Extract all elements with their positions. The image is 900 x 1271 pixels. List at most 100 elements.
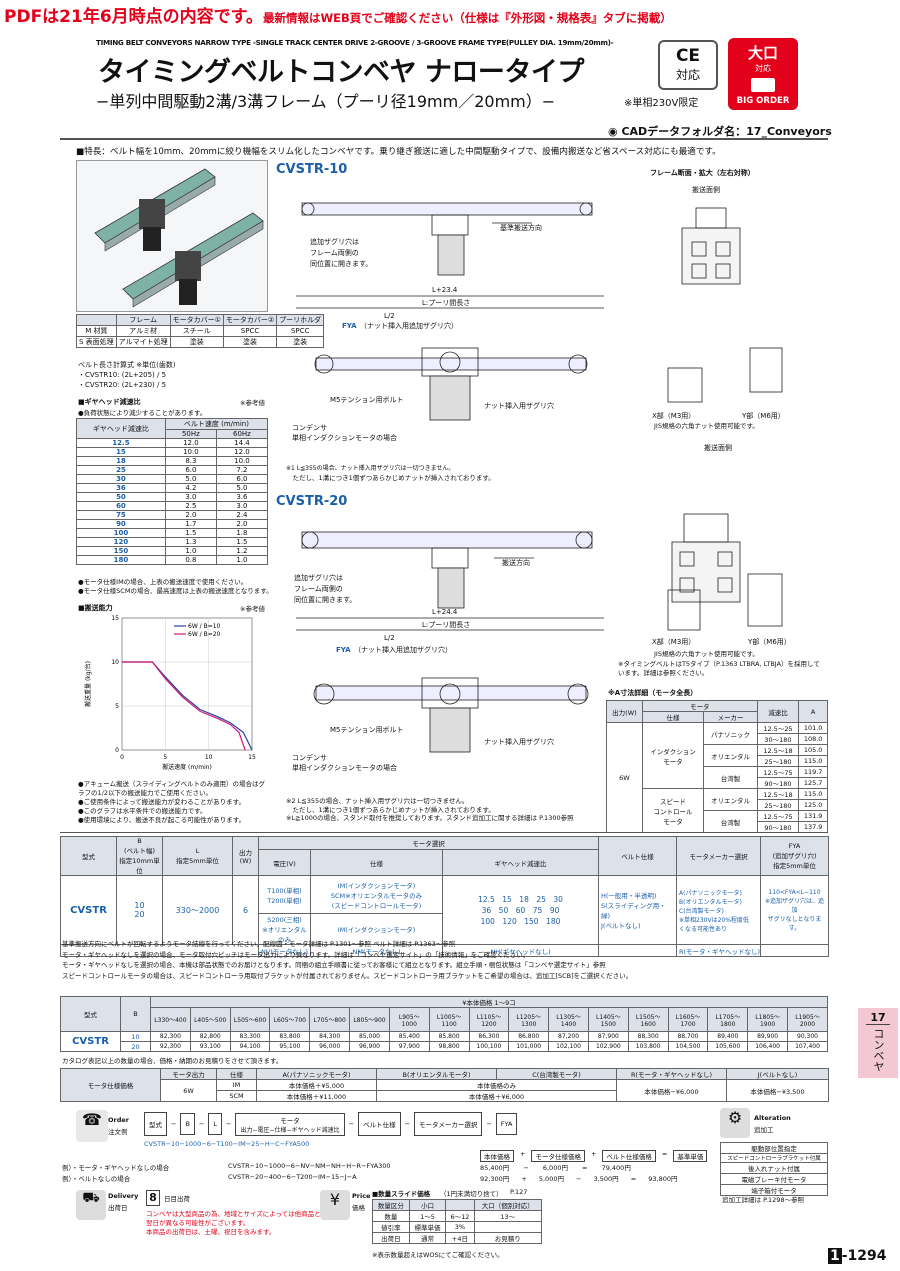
cv10-fya: FYA xyxy=(342,322,357,330)
c: 5,000円 xyxy=(538,1175,564,1183)
speed-caption: ■ギヤヘッド減速比 xyxy=(78,398,141,406)
y-tick-label: 0 xyxy=(115,747,119,754)
sel-h-motor: モータ選択 xyxy=(258,836,599,850)
slide-h: 数量区分 xyxy=(372,1199,410,1211)
delivery-notes: コンベヤは大型商品の為、地域とサイズによっては他商品と翌日が異なる可能性がござい… xyxy=(146,1210,326,1237)
order-jp: 注文例 xyxy=(108,1128,128,1136)
speed-h-50: 50Hz xyxy=(164,429,217,439)
a-cell: 125.0 xyxy=(798,799,828,811)
frame-jis1: JIS規格の六角ナット使用可能です。 xyxy=(654,422,759,430)
price-col-head: L705〜800 xyxy=(309,1007,351,1032)
slide-cell: 値引率 xyxy=(372,1221,410,1233)
cv10-dir: 基準搬送方向 xyxy=(500,223,542,232)
sel-note: モータ・ギヤヘッドなしを選択の場合、モータ取付穴ピッチはモータ出力により異なりま… xyxy=(62,950,530,959)
price-cell: 104,500 xyxy=(667,1041,709,1052)
sel-h-type: 型式 xyxy=(60,836,117,876)
ce-note: ※単相230V限定 xyxy=(624,98,699,109)
price-cell: 95,100 xyxy=(269,1041,311,1052)
a-cell: 119.7 xyxy=(798,766,828,778)
price-col-head: L1805〜1900 xyxy=(747,1007,788,1032)
side-tab[interactable]: 17 コンベヤ xyxy=(858,1008,898,1078)
slide-cell: 3% xyxy=(445,1221,475,1233)
a-cell: 101.0 xyxy=(798,722,828,734)
alt-jp: 追加工 xyxy=(754,1126,774,1134)
slide-sub: （1円未満切り捨て） xyxy=(440,1190,503,1198)
sel-h-v: 電圧(V) xyxy=(258,849,311,876)
speed-cell: 90 xyxy=(76,519,166,529)
speed-cell: 180 xyxy=(76,555,166,565)
speed-cell: 10.0 xyxy=(215,456,269,466)
order-calc1: 85,400円 − 6,000円 = 79,400円 xyxy=(480,1162,631,1172)
price-cell: 102,900 xyxy=(587,1041,629,1052)
price-cell: 85,000 xyxy=(349,1031,390,1042)
speed-ref: ※参考値 xyxy=(240,399,265,407)
price-col-head: L605〜700 xyxy=(269,1007,311,1032)
order-price-h: 本体価格 xyxy=(480,1150,514,1162)
speed-cell: 3.0 xyxy=(215,501,269,511)
price-type: CVSTR xyxy=(60,1031,121,1052)
order-motor-sub: 出力 xyxy=(240,1126,253,1134)
speed-cell: 75 xyxy=(76,510,166,520)
cv20-note: ※2 L≦355の場合、ナット挿入用ザグリ穴は一切つきません。 xyxy=(286,797,469,805)
belt-note: ・CVSTR20: (2L+230) / 5 xyxy=(78,381,167,389)
a-h-motor: モータ xyxy=(641,700,758,712)
order-ex2-code: CVSTR−20−400−6−T200−IM−15−J−A xyxy=(228,1173,357,1181)
a-cell: 12.5〜75 xyxy=(756,810,800,822)
price-col-head: L1205〜1300 xyxy=(508,1007,550,1032)
cv10-motor-1: コンデンサ xyxy=(292,423,327,432)
ce-label: CE xyxy=(675,46,701,66)
order-price-headers: 本体価格+モータ仕様価格+ベルト仕様価格=基準単価 xyxy=(480,1150,708,1162)
speed-cell: 2.0 xyxy=(164,510,217,520)
cv20-motor-1: コンデンサ xyxy=(292,753,327,762)
sel-r: R(モータ・ギヤヘッドなし) xyxy=(676,944,761,957)
mat-h2: モータカバー① xyxy=(169,314,224,326)
c: 6,000円 xyxy=(542,1164,568,1172)
a-maker: 台湾製 xyxy=(703,766,758,789)
c: = xyxy=(630,1175,637,1183)
price-cell: 83,800 xyxy=(269,1031,311,1042)
mp-j: 本体価格−¥3,500 xyxy=(726,1079,829,1102)
a-out: 6W xyxy=(606,722,643,833)
order-price-h: 基準単価 xyxy=(673,1150,708,1162)
a-cell: 125.7 xyxy=(798,777,828,789)
slide-cell: 13〜 xyxy=(473,1210,543,1222)
speed-cell: 1.5 xyxy=(164,528,217,538)
order-box: ベルト仕様 xyxy=(358,1112,401,1136)
cvstr10-drawing: 基準搬送方向 追加ザグリ穴は フレーム両側の 同位置に開きます。 L+23.4 … xyxy=(286,202,604,472)
mat-cell: S 表面処理 xyxy=(76,336,117,348)
mat-cell: 塗装 xyxy=(222,336,278,348)
mp-im: IM xyxy=(216,1079,257,1091)
price-col-head: L330〜400 xyxy=(150,1007,191,1032)
c: 85,400円 xyxy=(480,1164,510,1172)
yen-icon: ¥ xyxy=(320,1190,350,1220)
speed-cell: 100 xyxy=(76,528,166,538)
cv20-note: ※L≧1000の場合、スタンド取付を推奨しております。スタンド追加工に関する詳細… xyxy=(286,814,574,822)
side-tab-label: コンベヤ xyxy=(872,1028,885,1072)
sel-h-w: 出力 (W) xyxy=(232,836,259,876)
frame-face1: 搬送面側 xyxy=(692,185,720,194)
big-order-sub: 対応 xyxy=(755,64,771,73)
a-cell: 115.0 xyxy=(798,788,828,800)
x-tick-label: 10 xyxy=(205,754,213,761)
chart-ref: ※参考値 xyxy=(240,605,265,613)
a-spec: インダクション モータ xyxy=(641,722,705,789)
a-cell: 131.9 xyxy=(798,810,828,822)
sel-note: モータ・ギヤヘッドなしを選択の場合、本機は部品状態でのお届けとなります。同梱の組… xyxy=(62,961,606,969)
conveyor-illustration xyxy=(94,168,264,308)
mp-im-a: 本体価格＋¥5,000 xyxy=(256,1079,377,1091)
x-axis-label: 搬送速度 (m/min) xyxy=(162,763,212,771)
chart-note: ●使用環境により、搬送不良が起こる可能性があります。 xyxy=(78,816,246,824)
sel-nv: NV(モータなし) xyxy=(258,944,311,957)
sel-v1: T100(単相) T200(単相) xyxy=(258,875,311,914)
cv20-nut: ナット挿入用ザグリ穴 xyxy=(484,737,554,746)
alt-item: 後入れナット付属 xyxy=(720,1162,828,1174)
cv10-L2: L/2 xyxy=(384,312,395,320)
side-tab-number: 17 xyxy=(866,1011,890,1025)
